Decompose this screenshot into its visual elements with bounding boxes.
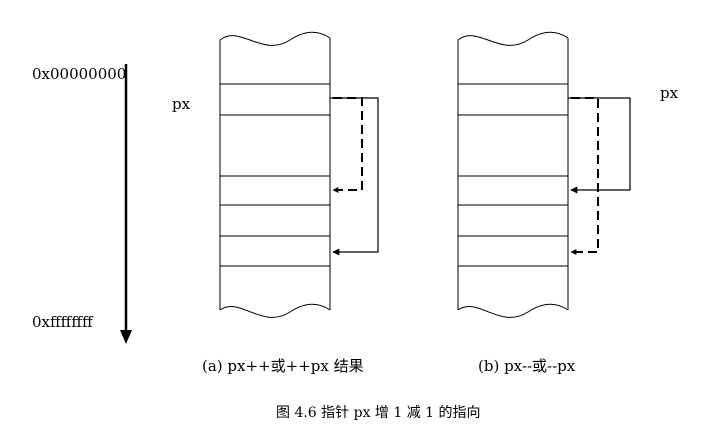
address-axis bbox=[120, 64, 132, 344]
decrement-arrows bbox=[568, 97, 631, 255]
memory-block-a bbox=[219, 31, 331, 318]
pointer-label-b: px bbox=[660, 84, 679, 102]
address-start-label: 0x00000000 bbox=[32, 65, 127, 83]
caption-panel-b: (b) px--或--px bbox=[478, 357, 576, 375]
increment-arrows bbox=[330, 97, 379, 256]
figure-caption: 图 4.6 指针 px 增 1 减 1 的指向 bbox=[276, 405, 481, 421]
caption-panel-a: (a) px++或++px 结果 bbox=[202, 357, 364, 375]
memory-block-b bbox=[457, 31, 569, 318]
pointer-label-a: px bbox=[172, 95, 191, 113]
address-end-label: 0xffffffff bbox=[32, 313, 93, 331]
